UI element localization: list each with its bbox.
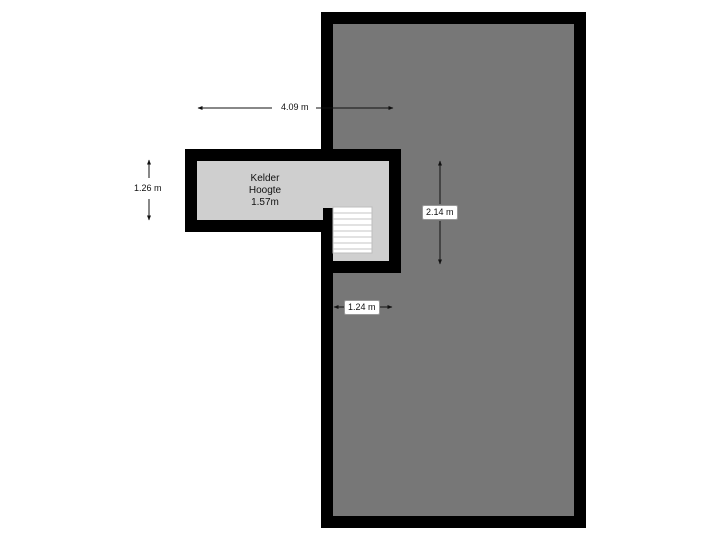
kelder-floor-left bbox=[197, 161, 323, 220]
dimension-top-width: 4.09 m bbox=[281, 102, 309, 112]
room-name: Kelder bbox=[250, 173, 280, 184]
room-height-label: Hoogte bbox=[248, 185, 282, 196]
room-label-kelder: Kelder Hoogte 1.57m bbox=[210, 173, 320, 209]
staircase bbox=[332, 206, 373, 254]
dimension-right-height: 2.14 m bbox=[422, 205, 458, 220]
room-height-value: 1.57m bbox=[251, 197, 279, 208]
kelder-floor-right bbox=[321, 161, 389, 208]
dimension-stair-width: 1.24 m bbox=[344, 300, 380, 315]
dimension-left-height: 1.26 m bbox=[134, 183, 162, 193]
